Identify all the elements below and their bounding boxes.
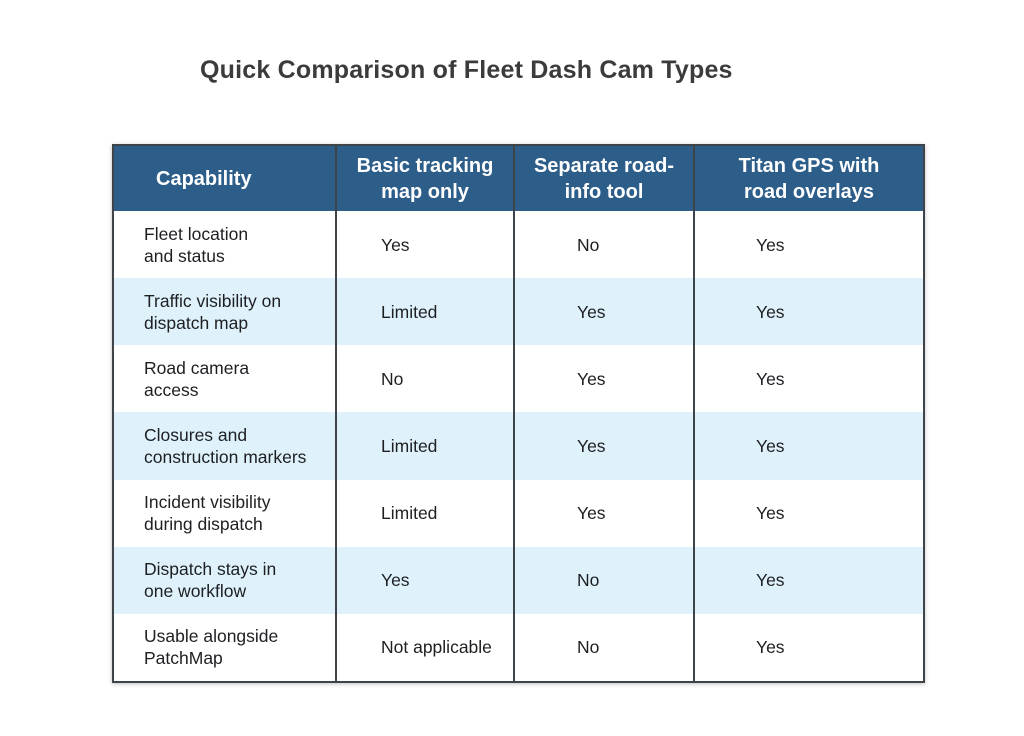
capability-line: dispatch map — [144, 312, 249, 333]
value-cell: No — [515, 613, 695, 681]
capability-line: Traffic visibility on — [144, 290, 282, 311]
value-cell: Limited — [337, 412, 515, 480]
value-cell: Limited — [337, 278, 515, 346]
value-cell: Yes — [337, 546, 515, 614]
header-line: Basic tracking — [356, 154, 494, 177]
header-line: map only — [381, 180, 469, 203]
header-cell-titan-gps-road-overlays: Titan GPS with road overlays — [695, 146, 923, 211]
header-line: road overlays — [743, 180, 875, 203]
capability-cell: Fleet location and status — [114, 211, 337, 279]
capability-line: Usable alongside — [144, 626, 279, 647]
value-cell: Yes — [695, 211, 923, 279]
capability-cell: Traffic visibility on dispatch map — [114, 278, 337, 346]
value-cell: Yes — [695, 412, 923, 480]
value-cell: Yes — [515, 479, 695, 547]
header-line: Capability — [156, 167, 252, 190]
value-cell: Yes — [515, 345, 695, 413]
capability-line: Dispatch stays in — [144, 559, 277, 580]
capability-line: PatchMap — [144, 648, 223, 669]
header-cell-basic-tracking-map-only: Basic tracking map only — [337, 146, 515, 211]
value-cell: No — [515, 546, 695, 614]
header-cell-separate-road-info-tool: Separate road- info tool — [515, 146, 695, 211]
value-cell: Limited — [337, 479, 515, 547]
capability-cell: Road camera access — [114, 345, 337, 413]
value-cell: Yes — [695, 546, 923, 614]
value-cell: No — [337, 345, 515, 413]
value-cell: Yes — [695, 613, 923, 681]
capability-cell: Usable alongside PatchMap — [114, 613, 337, 681]
capability-line: one workflow — [144, 581, 247, 602]
value-cell: Yes — [695, 278, 923, 346]
header-cell-capability: Capability — [114, 146, 337, 211]
header-line: Titan GPS with — [738, 154, 880, 177]
value-cell: Yes — [695, 479, 923, 547]
capability-line: Fleet location — [144, 223, 249, 244]
value-cell: Yes — [337, 211, 515, 279]
capability-line: Closures and — [144, 424, 248, 445]
capability-line: Incident visibility — [144, 492, 271, 513]
comparison-table: Capability Basic tracking map only Separ… — [112, 144, 925, 683]
capability-line: access — [144, 379, 199, 400]
capability-cell: Dispatch stays in one workflow — [114, 546, 337, 614]
value-cell: No — [515, 211, 695, 279]
header-line: Separate road- — [533, 154, 675, 177]
header-line: info tool — [564, 180, 644, 203]
capability-line: and status — [144, 245, 225, 266]
page-title: Quick Comparison of Fleet Dash Cam Types — [200, 56, 733, 84]
value-cell: Yes — [515, 278, 695, 346]
value-cell: Not applicable — [337, 613, 515, 681]
capability-line: Road camera — [144, 357, 250, 378]
capability-line: construction markers — [144, 446, 307, 467]
value-cell: Yes — [695, 345, 923, 413]
capability-cell: Closures and construction markers — [114, 412, 337, 480]
capability-line: during dispatch — [144, 514, 263, 535]
value-cell: Yes — [515, 412, 695, 480]
capability-cell: Incident visibility during dispatch — [114, 479, 337, 547]
